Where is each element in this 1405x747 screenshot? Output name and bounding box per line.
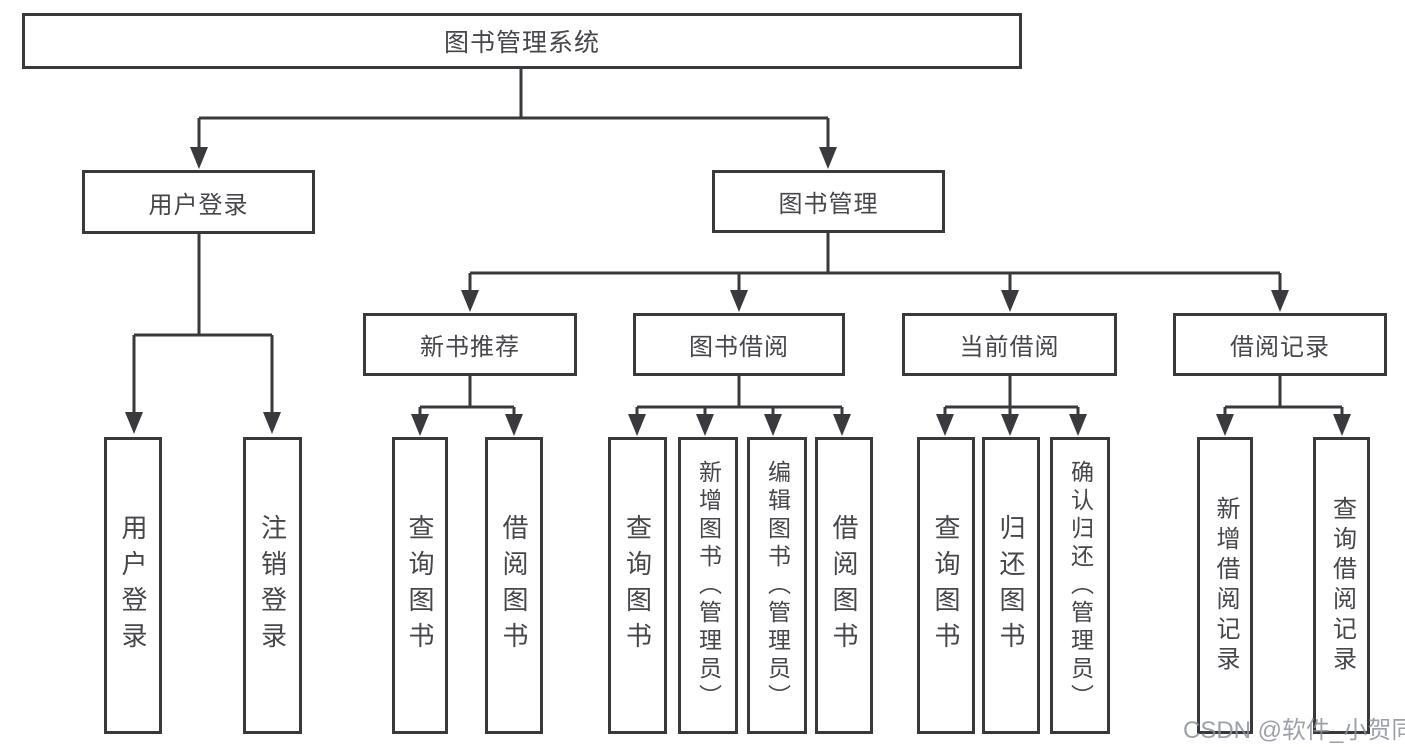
arrowhead-icon xyxy=(936,414,954,436)
arrowhead-icon xyxy=(628,414,646,436)
node-new-book-recommend: 新书推荐 xyxy=(363,313,577,376)
connector-records-to-leaves xyxy=(1223,376,1344,415)
arrowhead-icon xyxy=(1271,290,1289,312)
node-book-manage-label: 图书管理 xyxy=(778,191,879,218)
leaf-add-book-admin: 新增图书（管理员） xyxy=(678,437,738,734)
node-root: 图书管理系统 xyxy=(22,13,1022,69)
connector-login-to-leaves xyxy=(132,234,274,413)
arrowhead-icon xyxy=(1001,290,1019,312)
leaf-confirm-return-admin-label: 确认归还（管理员） xyxy=(1067,459,1094,712)
connector-recommend-to-leaves xyxy=(418,376,516,415)
leaf-add-borrow-record: 新增借阅记录 xyxy=(1197,437,1253,734)
leaf-borrow-query-book-label: 查询图书 xyxy=(622,513,653,658)
connector-manage-to-level2 xyxy=(468,233,1282,291)
arrowhead-icon xyxy=(263,412,281,434)
node-root-label: 图书管理系统 xyxy=(443,29,600,57)
leaf-borrow-book-label: 借阅图书 xyxy=(829,513,859,658)
arrowhead-icon xyxy=(730,290,748,312)
leaf-current-query-book-label: 查询图书 xyxy=(931,513,961,658)
leaf-query-borrow-record-label: 查询借阅记录 xyxy=(1328,495,1356,676)
leaf-edit-book-admin: 编辑图书（管理员） xyxy=(747,437,807,734)
leaf-logout-label: 注销登录 xyxy=(257,513,288,658)
node-book-manage: 图书管理 xyxy=(712,170,945,233)
leaf-current-query-book: 查询图书 xyxy=(917,437,975,734)
leaf-recommend-borrow-book-label: 借阅图书 xyxy=(499,513,529,658)
node-current-borrow-label: 当前借阅 xyxy=(959,334,1060,361)
leaf-borrow-book: 借阅图书 xyxy=(815,437,873,734)
connector-borrow-to-leaves xyxy=(635,376,844,415)
arrowhead-icon xyxy=(764,414,782,436)
node-user-login-label: 用户登录 xyxy=(148,191,249,219)
arrowhead-icon xyxy=(190,147,208,169)
leaf-add-borrow-record-label: 新增借阅记录 xyxy=(1212,495,1239,676)
arrowhead-icon xyxy=(833,414,851,436)
leaf-user-login: 用户登录 xyxy=(104,437,162,734)
csdn-watermark: CSDN @软件_小贺同学 xyxy=(1183,717,1405,744)
arrowhead-icon xyxy=(1333,414,1351,436)
arrowhead-icon xyxy=(1069,414,1087,436)
leaf-return-book: 归还图书 xyxy=(982,437,1040,734)
arrowhead-icon xyxy=(819,147,837,169)
leaf-recommend-query-book-label: 查询图书 xyxy=(405,513,435,658)
arrowheads xyxy=(125,147,1351,436)
connector-current-to-leaves xyxy=(943,376,1080,415)
leaf-edit-book-admin-label: 编辑图书（管理员） xyxy=(764,459,791,712)
node-current-borrow: 当前借阅 xyxy=(902,313,1117,376)
leaf-add-book-admin-label: 新增图书（管理员） xyxy=(695,459,722,712)
arrowhead-icon xyxy=(461,290,479,312)
leaf-recommend-borrow-book: 借阅图书 xyxy=(485,437,543,734)
arrowhead-icon xyxy=(1001,414,1019,436)
arrowhead-icon xyxy=(505,414,523,436)
leaf-confirm-return-admin: 确认归还（管理员） xyxy=(1050,437,1110,734)
node-book-borrow: 图书借阅 xyxy=(633,313,845,376)
arrowhead-icon xyxy=(411,414,429,436)
leaf-user-login-label: 用户登录 xyxy=(118,513,148,658)
node-user-login: 用户登录 xyxy=(82,170,315,234)
arrowhead-icon xyxy=(125,412,143,434)
node-book-borrow-label: 图书借阅 xyxy=(689,334,789,361)
leaf-borrow-query-book: 查询图书 xyxy=(608,437,667,734)
connector-root-to-level1 xyxy=(197,69,830,148)
node-borrow-records: 借阅记录 xyxy=(1173,313,1387,376)
leaf-query-borrow-record: 查询借阅记录 xyxy=(1313,437,1370,734)
arrowhead-icon xyxy=(1216,414,1234,436)
leaf-return-book-label: 归还图书 xyxy=(996,513,1026,658)
leaf-logout: 注销登录 xyxy=(243,437,302,734)
node-borrow-records-label: 借阅记录 xyxy=(1230,334,1330,361)
arrowhead-icon xyxy=(696,414,714,436)
leaf-recommend-query-book: 查询图书 xyxy=(392,437,448,734)
node-new-book-recommend-label: 新书推荐 xyxy=(420,334,520,361)
